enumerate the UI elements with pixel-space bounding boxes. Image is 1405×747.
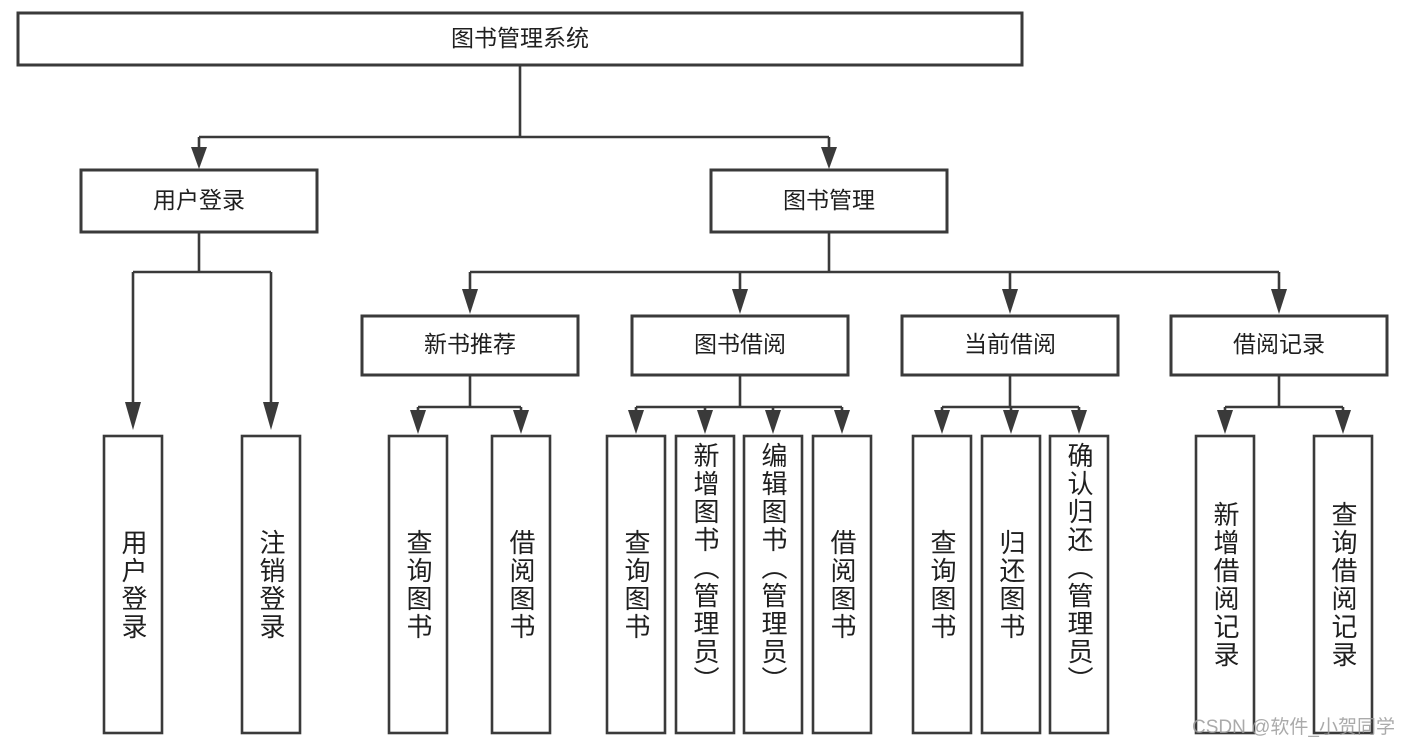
arrowhead-leaf-current-borrow-1 [934, 410, 950, 434]
arrowhead-leaf-book-borrow-2 [697, 410, 713, 434]
arrowhead-current-borrow [1002, 289, 1018, 314]
leaf-box-borrow-record-2[interactable] [1312, 434, 1374, 735]
arrowhead-leaf-book-borrow-4 [834, 410, 850, 434]
leaf-box-book-borrow-1[interactable] [605, 434, 667, 735]
node-current-borrow-box[interactable] [900, 314, 1120, 377]
leaf-boxes-book-borrow [605, 434, 873, 735]
connector-group-current-borrow [934, 375, 1087, 434]
node-root-system-box[interactable] [16, 11, 1024, 67]
node-borrow-record-box[interactable] [1169, 314, 1389, 377]
node-root-system-label: 图书管理系统 [451, 25, 589, 51]
leaf-box-book-borrow-2[interactable] [674, 434, 736, 735]
arrowhead-leaf-current-borrow-3 [1071, 410, 1087, 434]
connector-group-root [191, 65, 837, 169]
node-book-management-box[interactable] [709, 168, 949, 234]
node-borrow-record-label: 借阅记录 [1233, 331, 1325, 357]
leaf-boxes-borrow-record [1194, 434, 1374, 735]
node-book-borrow-label: 图书借阅 [694, 331, 786, 357]
node-book-borrow-box[interactable] [630, 314, 850, 377]
leaf-boxes-user-login [102, 434, 302, 735]
leaf-box-new-book-2[interactable] [490, 434, 552, 735]
connector-group-new-book [410, 375, 529, 434]
node-user-login-label: 用户登录 [153, 187, 245, 213]
arrowhead-leaf-user-login-2 [263, 402, 279, 430]
leaf-boxes-new-book-recommend [387, 434, 552, 735]
leaf-box-book-borrow-3[interactable] [742, 434, 804, 735]
connector-group-book-borrow [628, 375, 850, 434]
arrowhead-borrow-record [1271, 289, 1287, 314]
node-current-borrow[interactable]: 当前借阅 [900, 314, 1120, 377]
node-new-book-recommend[interactable]: 新书推荐 [360, 314, 580, 377]
node-root-system[interactable]: 图书管理系统 [16, 11, 1024, 67]
node-new-book-recommend-label: 新书推荐 [424, 331, 516, 357]
arrowhead-book-mgmt [821, 147, 837, 169]
node-borrow-record[interactable]: 借阅记录 [1169, 314, 1389, 377]
connector-group-book-mgmt [462, 232, 1287, 314]
arrowhead-leaf-new-book-1 [410, 410, 426, 434]
leaf-box-current-borrow-3[interactable] [1048, 434, 1110, 735]
csdn-watermark: CSDN @软件_小贺同学 [1192, 717, 1395, 738]
node-new-book-recommend-box[interactable] [360, 314, 580, 377]
leaf-box-current-borrow-2[interactable] [980, 434, 1042, 735]
leaf-box-book-borrow-4[interactable] [811, 434, 873, 735]
node-book-management[interactable]: 图书管理 [709, 168, 949, 234]
connector-group-borrow-record [1217, 375, 1351, 434]
leaf-box-user-login-2[interactable] [240, 434, 302, 735]
arrowhead-leaf-new-book-2 [513, 410, 529, 434]
leaf-box-current-borrow-1[interactable] [911, 434, 973, 735]
leaf-boxes-current-borrow [911, 434, 1110, 735]
node-user-login[interactable]: 用户登录 [79, 168, 319, 234]
arrowhead-user-login [191, 147, 207, 169]
arrowhead-book-borrow [732, 289, 748, 314]
leaf-box-borrow-record-1[interactable] [1194, 434, 1256, 735]
arrowhead-leaf-borrow-record-1 [1217, 410, 1233, 434]
arrowhead-leaf-book-borrow-1 [628, 410, 644, 434]
arrowhead-leaf-user-login-1 [125, 402, 141, 430]
arrowhead-leaf-book-borrow-3 [765, 410, 781, 434]
node-book-borrow[interactable]: 图书借阅 [630, 314, 850, 377]
arrowhead-leaf-borrow-record-2 [1335, 410, 1351, 434]
node-current-borrow-label: 当前借阅 [964, 331, 1056, 357]
leaf-box-user-login-1[interactable] [102, 434, 164, 735]
leaf-box-new-book-1[interactable] [387, 434, 449, 735]
connector-group-user-login [125, 232, 279, 430]
arrowhead-new-book [462, 289, 478, 314]
node-book-management-label: 图书管理 [783, 187, 875, 213]
node-user-login-box[interactable] [79, 168, 319, 234]
arrowhead-leaf-current-borrow-2 [1003, 410, 1019, 434]
